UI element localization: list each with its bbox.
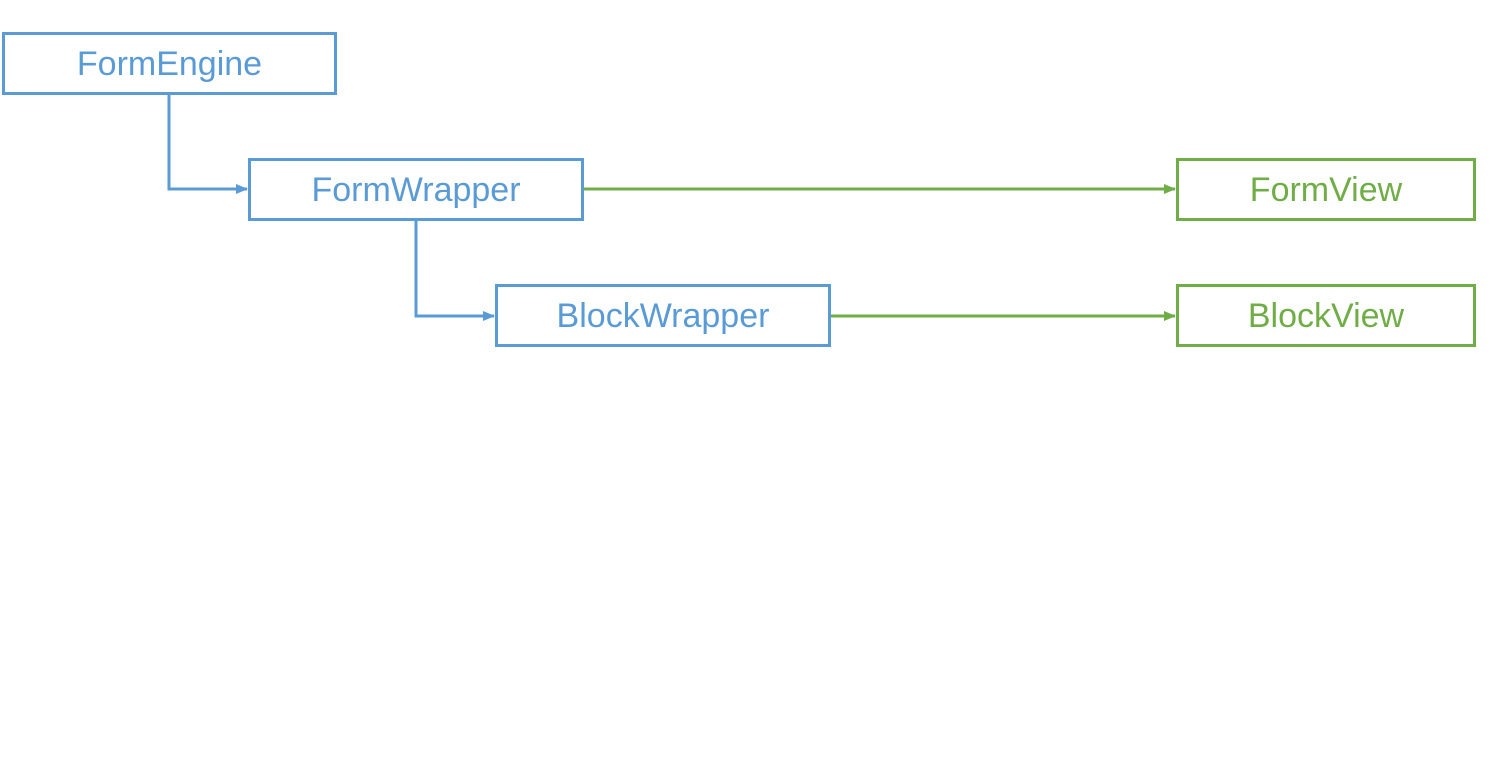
form-view-node: FormView	[1176, 158, 1476, 221]
block-view-node: BlockView	[1176, 284, 1476, 347]
form-wrapper-node: FormWrapper	[248, 158, 584, 221]
edge-form-engine-to-form-wrapper	[167, 95, 248, 194]
form-wrapper-label: FormWrapper	[311, 170, 521, 209]
form-engine-label: FormEngine	[76, 44, 263, 83]
block-wrapper-label: BlockWrapper	[556, 296, 770, 335]
edge-form-wrapper-to-block-wrapper	[414, 221, 495, 321]
form-engine-node: FormEngine	[2, 32, 337, 95]
block-wrapper-node: BlockWrapper	[495, 284, 831, 347]
block-view-label: BlockView	[1247, 296, 1405, 335]
form-view-label: FormView	[1249, 170, 1403, 209]
